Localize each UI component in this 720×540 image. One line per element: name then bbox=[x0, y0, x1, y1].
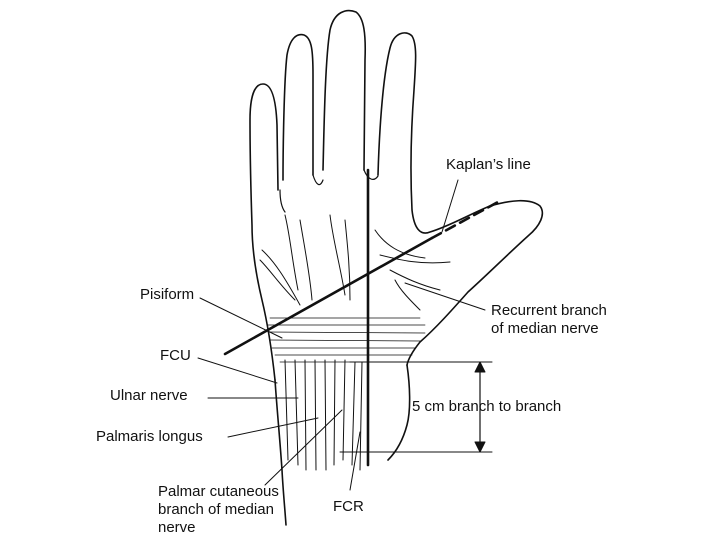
leader-palmar-cutaneous bbox=[264, 409, 343, 486]
label-palmar-cutaneous-branch: Palmar cutaneous branch of median nerve bbox=[158, 483, 279, 536]
palm-nerves bbox=[259, 214, 451, 311]
leader-palmaris bbox=[227, 417, 319, 438]
label-palmaris-longus: Palmaris longus bbox=[96, 428, 203, 445]
transverse-carpal-ligament bbox=[267, 317, 426, 363]
label-ulnar-nerve: Ulnar nerve bbox=[110, 387, 188, 404]
kaplans-line-dashed bbox=[430, 200, 500, 240]
label-distance: 5 cm branch to branch bbox=[412, 398, 562, 415]
leader-recurrent bbox=[404, 282, 486, 311]
kaplans-line bbox=[223, 236, 434, 356]
arrow-head-down bbox=[474, 441, 486, 453]
leader-pisiform bbox=[199, 297, 283, 339]
label-fcu: FCU bbox=[160, 347, 191, 364]
leader-kaplan bbox=[441, 179, 459, 233]
label-fcr: FCR bbox=[333, 498, 364, 515]
label-kaplans-line: Kaplan’s line bbox=[446, 156, 531, 173]
leader-fcu bbox=[197, 357, 278, 384]
hand-outline bbox=[249, 9, 544, 381]
finger-creases bbox=[279, 169, 379, 213]
label-pisiform: Pisiform bbox=[140, 286, 195, 303]
forearm-tendons bbox=[284, 359, 363, 471]
leader-fcr bbox=[349, 431, 361, 491]
arrow-head-up bbox=[474, 361, 486, 373]
label-recurrent-branch: Recurrent branch of median nerve bbox=[491, 302, 607, 337]
